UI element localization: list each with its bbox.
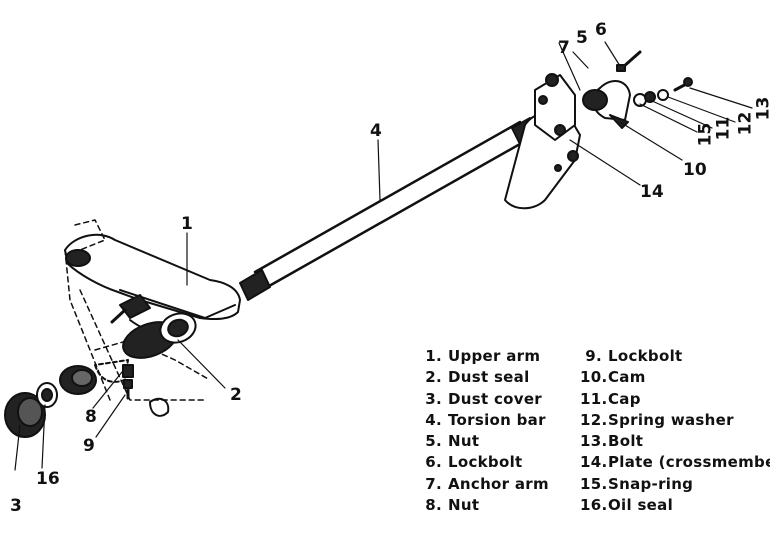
legend-item: 3.Dust cover xyxy=(425,389,542,408)
legend-item: 13.Bolt xyxy=(580,432,644,451)
legend-item: 12.Spring washer xyxy=(580,410,734,429)
callout-12: 12 xyxy=(735,111,756,136)
legend-item: 1.Upper arm xyxy=(425,347,541,365)
legend-item: 2.Dust seal xyxy=(425,368,530,387)
callout-9: 9 xyxy=(83,436,95,456)
callout-10: 10 xyxy=(683,160,707,180)
callout-15: 15 xyxy=(695,122,716,147)
callout-5: 5 xyxy=(576,28,588,48)
callout-14: 14 xyxy=(640,182,664,202)
callout-2: 2 xyxy=(230,385,242,405)
callout-4: 4 xyxy=(370,121,382,141)
dust-seal-drawing xyxy=(94,312,197,383)
callout-6: 6 xyxy=(595,20,607,40)
sleeve-outline xyxy=(64,219,211,401)
legend-item: 11.Cap xyxy=(580,389,641,408)
torsion-bar-drawing xyxy=(239,117,539,301)
callout-11: 11 xyxy=(713,116,734,141)
legend-item: 16.Oil seal xyxy=(580,496,674,515)
callout-7: 7 xyxy=(558,38,570,58)
leader-lines xyxy=(14,41,753,471)
upper-arm-drawing xyxy=(64,233,241,337)
legend-item: 5.Nut xyxy=(425,432,480,451)
callout-8: 8 xyxy=(85,407,97,427)
legend-left-column: 1.Upper arm 2.Dust seal 3.Dust cover 4.T… xyxy=(420,347,549,517)
anchor-arm-drawing xyxy=(504,73,581,210)
nut-lockbolt-drawing xyxy=(122,364,134,400)
cam-assembly-drawing xyxy=(582,50,693,129)
legend-item: 6.Lockbolt xyxy=(425,453,523,472)
legend-item: 4.Torsion bar xyxy=(425,410,546,429)
callout-13: 13 xyxy=(753,96,770,121)
callout-16: 16 xyxy=(36,469,60,489)
callout-1: 1 xyxy=(181,214,193,234)
legend-item: 14.Plate (crossmember) xyxy=(580,453,770,472)
legend-item: 7.Anchor arm xyxy=(425,474,549,493)
legend-right-column: 9.Lockbolt 10.Cam 11.Cap 12.Spring washe… xyxy=(580,347,770,517)
callout-3: 3 xyxy=(10,496,22,516)
legend-item: 9.Lockbolt xyxy=(585,347,683,365)
legend-item: 15.Snap-ring xyxy=(580,474,694,493)
legend-item: 10.Cam xyxy=(580,368,646,387)
dust-cover-drawing xyxy=(4,365,170,438)
legend-item: 8.Nut xyxy=(425,496,480,515)
